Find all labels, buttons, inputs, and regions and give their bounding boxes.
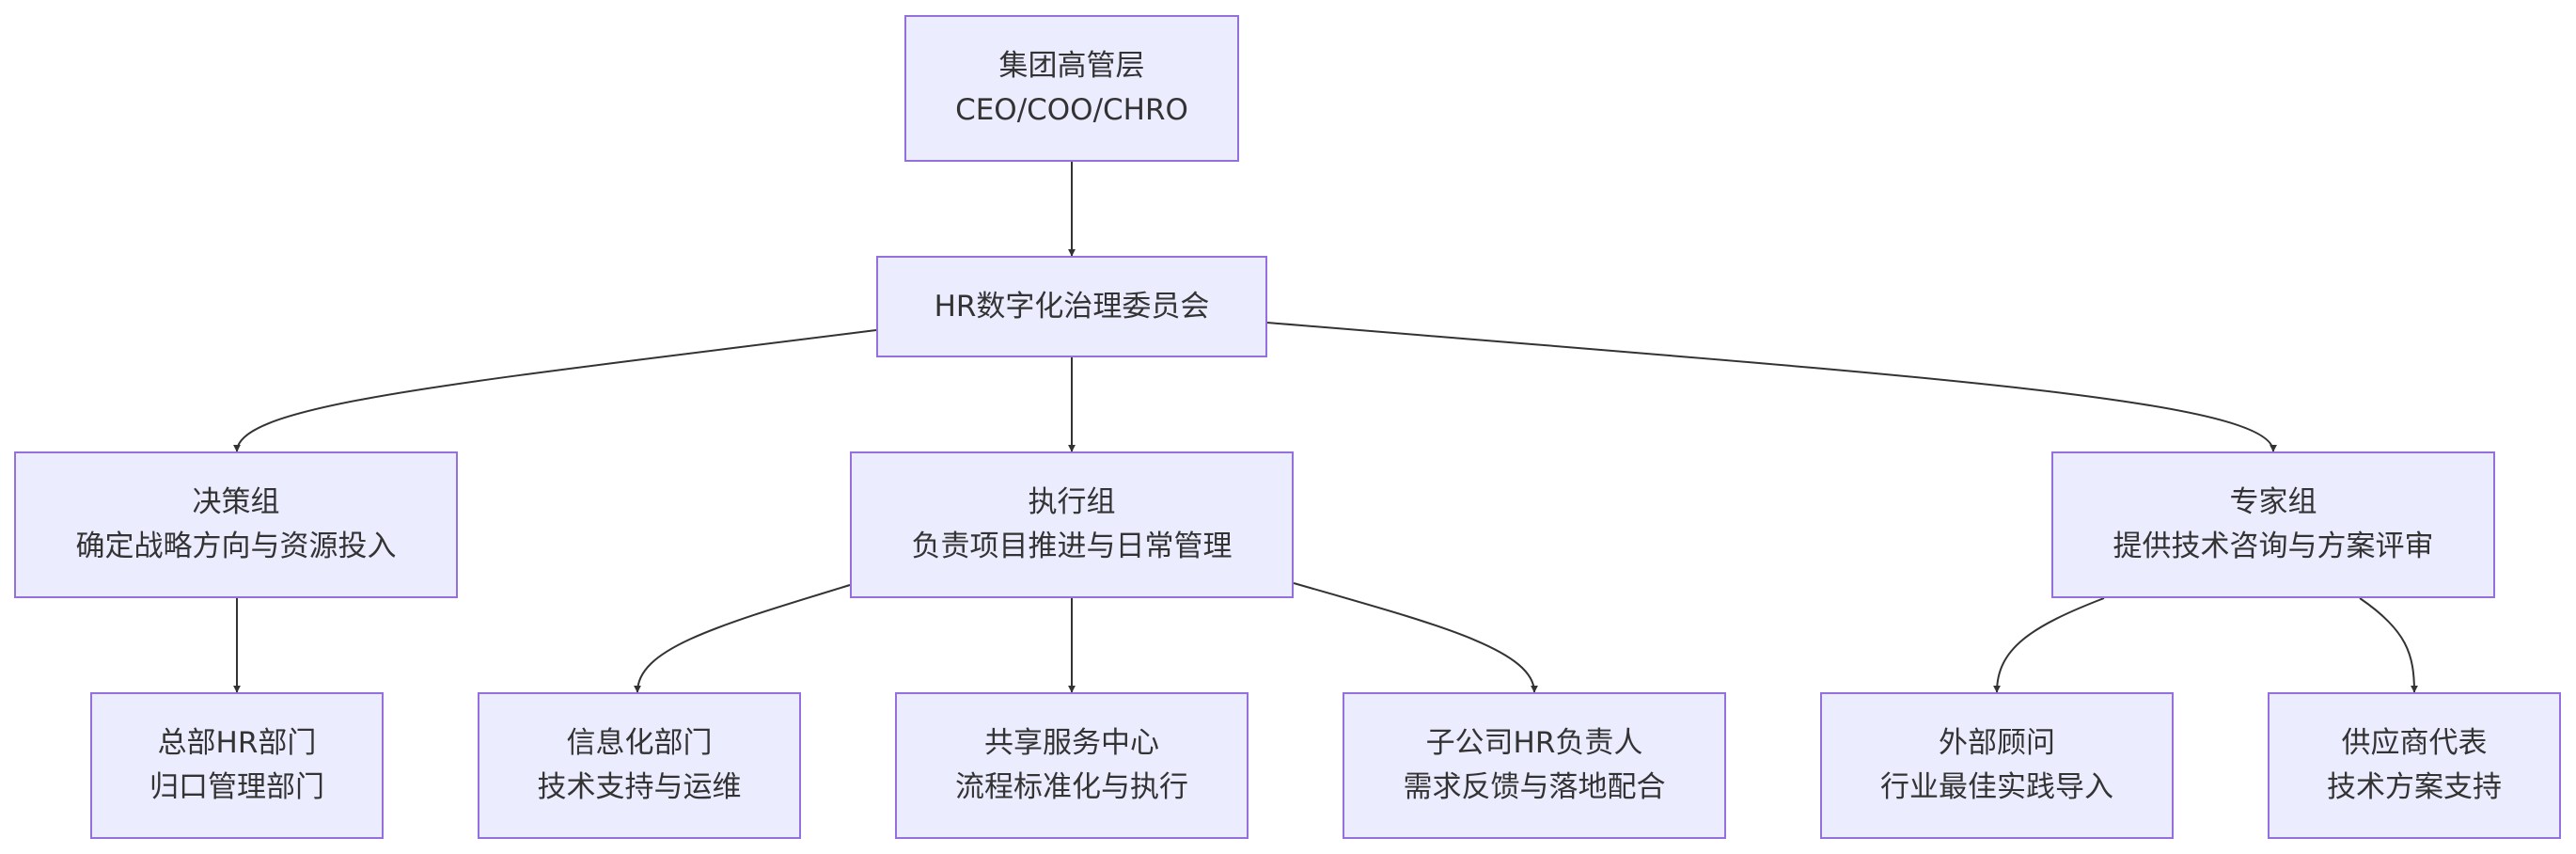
edge-committee-to-expert (1266, 322, 2277, 452)
node-subtitle: CEO/COO/CHRO (955, 93, 1188, 127)
node-title: 子公司HR负责人 (1425, 726, 1643, 760)
edge-lines (233, 162, 2418, 693)
node-title: 专家组 (2229, 485, 2317, 519)
node-subtitle: 技术方案支持 (2327, 770, 2502, 804)
node-title: 外部顾问 (1939, 726, 2055, 760)
node-title: 信息化部门 (566, 726, 713, 760)
edge-execution-to-it (634, 584, 851, 693)
node-title: 集团高管层 (998, 49, 1145, 83)
node-title: HR数字化治理委员会 (934, 289, 1210, 324)
node-title: 总部HR部门 (157, 726, 317, 760)
edge-expert-to-vendor (2359, 597, 2418, 693)
node-it-department: 信息化部门 技术支持与运维 (478, 692, 801, 839)
node-title: 共享服务中心 (984, 726, 1159, 760)
node-decision-group: 决策组 确定战略方向与资源投入 (14, 451, 458, 598)
node-subtitle: 确定战略方向与资源投入 (75, 530, 397, 563)
node-group-executives: 集团高管层 CEO/COO/CHRO (904, 15, 1239, 162)
node-subtitle: 提供技术咨询与方案评审 (2113, 530, 2434, 563)
node-vendor-representative: 供应商代表 技术方案支持 (2268, 692, 2561, 839)
node-subsidiary-hr-lead: 子公司HR负责人 需求反馈与落地配合 (1343, 692, 1726, 839)
node-subtitle: 流程标准化与执行 (955, 770, 1188, 804)
node-execution-group: 执行组 负责项目推进与日常管理 (850, 451, 1294, 598)
node-shared-service-center: 共享服务中心 流程标准化与执行 (895, 692, 1249, 839)
node-external-consultant: 外部顾问 行业最佳实践导入 (1820, 692, 2174, 839)
node-title: 供应商代表 (2341, 726, 2488, 760)
edge-committee-to-decision (233, 329, 877, 452)
node-subtitle: 技术支持与运维 (537, 770, 742, 804)
node-hq-hr-department: 总部HR部门 归口管理部门 (90, 692, 384, 839)
node-hr-digital-committee: HR数字化治理委员会 (876, 256, 1267, 357)
node-subtitle: 需求反馈与落地配合 (1403, 770, 1666, 804)
node-expert-group: 专家组 提供技术咨询与方案评审 (2051, 451, 2495, 598)
edge-expert-to-consultant (1993, 597, 2105, 693)
node-title: 执行组 (1028, 485, 1116, 519)
node-subtitle: 归口管理部门 (149, 770, 324, 804)
node-subtitle: 负责项目推进与日常管理 (911, 530, 1233, 563)
edge-execution-to-subsidiary (1293, 582, 1538, 693)
node-subtitle: 行业最佳实践导入 (1880, 770, 2113, 804)
node-title: 决策组 (192, 485, 280, 519)
